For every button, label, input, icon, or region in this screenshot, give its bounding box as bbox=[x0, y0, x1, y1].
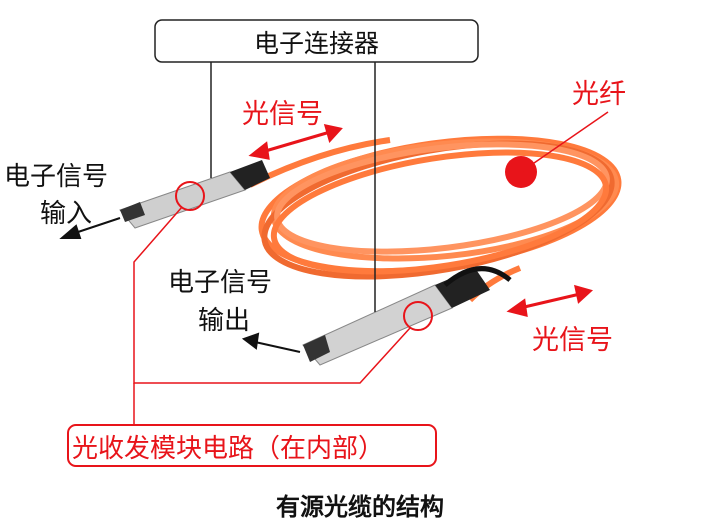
electrical-output-label-2: 输出 bbox=[198, 306, 251, 336]
optical-signal-label-top: 光信号 bbox=[242, 99, 323, 130]
transceiver-circuit-label: 光收发模块电路（在内部） bbox=[72, 434, 385, 464]
figure-caption: 有源光缆的结构 bbox=[276, 493, 444, 521]
input-circuit-marker bbox=[175, 181, 205, 211]
input-module bbox=[119, 160, 270, 229]
optical-signal-arrow-bottom bbox=[506, 284, 594, 317]
electrical-input-label-2: 输入 bbox=[40, 199, 93, 229]
optical-signal-arrow-top bbox=[248, 124, 343, 160]
output-module bbox=[302, 266, 512, 366]
electrical-output-label-1: 电子信号 bbox=[168, 268, 273, 298]
output-circuit-marker bbox=[403, 301, 433, 331]
connector-label: 电子连接器 bbox=[253, 29, 379, 58]
output-arrow bbox=[241, 332, 301, 353]
transceiver-label-box bbox=[67, 424, 437, 467]
optical-signal-label-bottom: 光信号 bbox=[532, 325, 613, 356]
fiber-cable-coil bbox=[248, 135, 622, 303]
input-arrow bbox=[59, 217, 121, 239]
electrical-input-label-1: 电子信号 bbox=[4, 162, 109, 192]
optical-fiber-label: 光纤 bbox=[572, 79, 626, 110]
connector-label-box bbox=[154, 19, 479, 63]
